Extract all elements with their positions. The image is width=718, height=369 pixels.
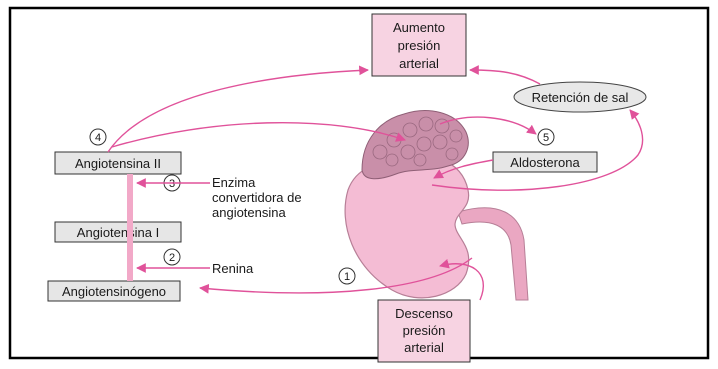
enzima-line-3: angiotensina — [212, 205, 286, 220]
enzima-line-1: Enzima — [212, 175, 256, 190]
step-5-number: 5 — [543, 132, 549, 144]
arrow-retencion-to-aumento — [470, 70, 540, 84]
step-4-number: 4 — [95, 132, 101, 144]
step-3-number: 3 — [169, 178, 175, 190]
angiotensina-i-box: Angiotensina I — [55, 222, 181, 242]
conversion-bar — [127, 174, 133, 281]
step-4-marker: 4 — [90, 129, 106, 145]
arrow-angii-to-aumento — [108, 70, 368, 152]
angiotensina-ii-box: Angiotensina II — [55, 152, 181, 174]
retencion-label: Retención de sal — [532, 90, 629, 105]
descenso-line-1: Descenso — [395, 306, 453, 321]
enzima-line-2: convertidora de — [212, 190, 302, 205]
descenso-box: Descenso presión arterial — [378, 300, 470, 362]
descenso-line-2: presión — [403, 323, 446, 338]
aumento-line-2: presión — [398, 38, 441, 53]
aumento-line-1: Aumento — [393, 20, 445, 35]
renina-label: Renina — [212, 261, 254, 276]
aumento-line-3: arterial — [399, 56, 439, 71]
aumento-box: Aumento presión arterial — [372, 14, 466, 76]
step-1-marker: 1 — [339, 268, 355, 284]
angiotensina-ii-label: Angiotensina II — [75, 156, 161, 171]
step-2-marker: 2 — [164, 249, 180, 265]
angiotensinogeno-label: Angiotensinógeno — [62, 284, 166, 299]
kidney-illustration — [345, 111, 528, 300]
step-5-marker: 5 — [538, 129, 554, 145]
descenso-line-3: arterial — [404, 340, 444, 355]
aldosterona-box: Aldosterona — [493, 152, 597, 172]
kidney-shape — [345, 158, 469, 298]
aldosterona-label: Aldosterona — [510, 155, 580, 170]
angiotensina-i-label: Angiotensina I — [77, 225, 159, 240]
arrow-angii-to-adrenal — [112, 123, 405, 147]
angiotensinogeno-box: Angiotensinógeno — [48, 281, 180, 301]
step-1-number: 1 — [344, 271, 350, 283]
retencion-box: Retención de sal — [514, 82, 646, 112]
step-2-number: 2 — [169, 252, 175, 264]
